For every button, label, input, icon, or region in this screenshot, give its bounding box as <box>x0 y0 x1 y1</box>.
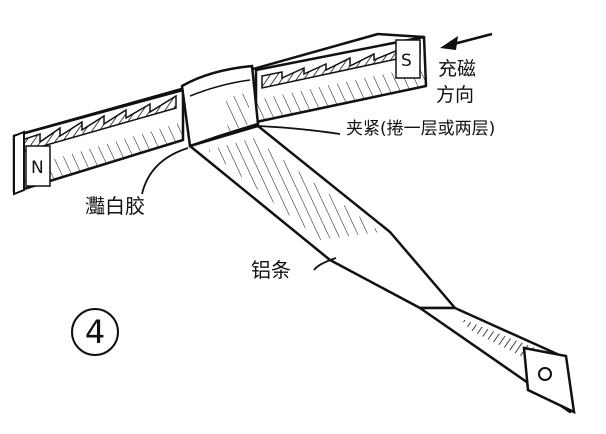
north-pole-label-box <box>25 145 51 187</box>
tape-leader <box>141 147 189 195</box>
clamp-leader <box>257 125 341 135</box>
clamp-wrap <box>180 64 260 148</box>
clamp-note-label: 夹紧(捲一层或两层) <box>346 119 496 139</box>
magnetize-direction-arrow <box>440 32 493 50</box>
strip-leader <box>313 257 337 271</box>
north-pole-label: N <box>31 158 44 178</box>
aluminum-strip <box>188 124 576 415</box>
leader-lines <box>141 125 341 271</box>
south-pole-label: S <box>401 51 412 71</box>
tape-label: 灩白胶 <box>85 194 145 218</box>
south-pole-label-box <box>395 39 421 79</box>
magnetize-direction-label-line2: 方向 <box>436 84 475 106</box>
figure-number-circle: 4 <box>71 308 119 356</box>
mounting-hole <box>538 367 552 381</box>
magnetize-direction-label-line1: 充磁 <box>438 58 477 80</box>
bar-magnet: N S <box>12 32 428 196</box>
aluminum-strip-label: 铝条 <box>251 258 291 282</box>
